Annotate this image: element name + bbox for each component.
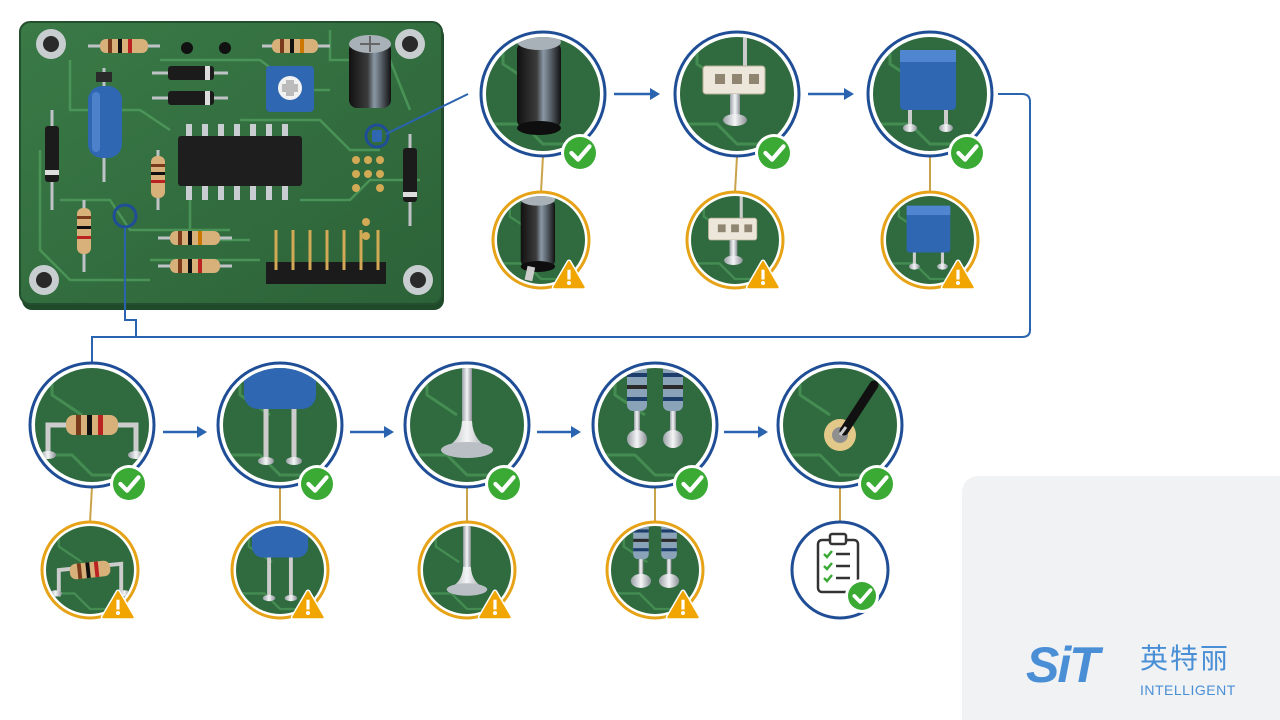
correct-example-box-capacitor	[866, 30, 994, 158]
check-icon	[298, 465, 336, 503]
flow-arrows	[163, 88, 854, 438]
board-highlight-marker	[112, 203, 138, 229]
board-resistor	[158, 259, 232, 273]
inspection-stage	[776, 361, 904, 620]
flow-arrow	[614, 88, 660, 100]
incorrect-example-electrolytic-capacitor	[491, 190, 591, 290]
board-trimmer-pot	[266, 66, 314, 112]
check-icon	[858, 465, 896, 503]
board-resistor	[88, 39, 160, 53]
board-pads	[352, 156, 384, 240]
correct-example-axial-resistor	[28, 361, 156, 489]
board-diode	[152, 91, 228, 105]
inspection-stage	[403, 361, 531, 620]
check-icon	[485, 465, 523, 503]
board-resistor	[262, 39, 330, 53]
check-icon	[948, 134, 986, 172]
correct-example-connector-header	[673, 30, 801, 158]
inspection-stage	[866, 30, 994, 290]
inspection-stage	[28, 361, 156, 620]
board-led	[219, 42, 231, 54]
check-icon	[845, 579, 879, 613]
brand-name-en: INTELLIGENT	[1140, 682, 1236, 698]
correct-example-solder-joint	[403, 361, 531, 489]
inspection-stage	[479, 30, 607, 290]
inspection-stage	[591, 361, 719, 620]
check-icon	[110, 465, 148, 503]
board-diode	[152, 66, 228, 80]
check-icon	[673, 465, 711, 503]
mounting-holes	[29, 29, 433, 295]
correct-example-probe-inspection	[776, 361, 904, 489]
warning-icon	[551, 259, 587, 290]
clipboard-checklist-icon	[816, 532, 860, 594]
board-resistor	[158, 231, 232, 245]
inspection-stage	[673, 30, 801, 290]
brand-logo-mark: SiT	[1026, 637, 1100, 693]
pcb-board	[19, 21, 444, 310]
flow-arrow	[537, 426, 581, 438]
board-highlight-marker	[364, 123, 390, 149]
warning-icon	[290, 589, 326, 620]
warning-icon	[745, 259, 781, 290]
flow-arrow	[163, 426, 207, 438]
brand-name-cn: 英特丽	[1140, 642, 1231, 675]
logo-panel	[962, 476, 1280, 720]
check-icon	[561, 134, 599, 172]
flow-arrow	[808, 88, 854, 100]
inspection-stages	[28, 30, 994, 620]
warning-icon	[477, 589, 513, 620]
board-ic-chip	[178, 124, 302, 200]
correct-example-radial-component-leads	[216, 361, 344, 489]
board-electrolytic-capacitor	[349, 35, 391, 108]
flow-connector-lines	[91, 93, 1031, 365]
correct-example-electrolytic-capacitor	[479, 30, 607, 158]
warning-icon	[940, 259, 976, 290]
flow-arrow	[724, 426, 768, 438]
correct-example-paired-resistor-joints	[591, 361, 719, 489]
board-diode	[45, 110, 59, 210]
board-led	[181, 42, 193, 54]
board-pin-header	[266, 230, 386, 284]
warning-icon	[665, 589, 701, 620]
flow-arrow	[350, 426, 394, 438]
board-resistor	[151, 150, 165, 210]
board-resistor	[77, 200, 91, 272]
warning-icon	[100, 589, 136, 620]
board-diode	[403, 134, 417, 226]
board-blue-capacitor	[88, 68, 122, 182]
check-icon	[755, 134, 793, 172]
inspection-stage	[216, 361, 344, 620]
